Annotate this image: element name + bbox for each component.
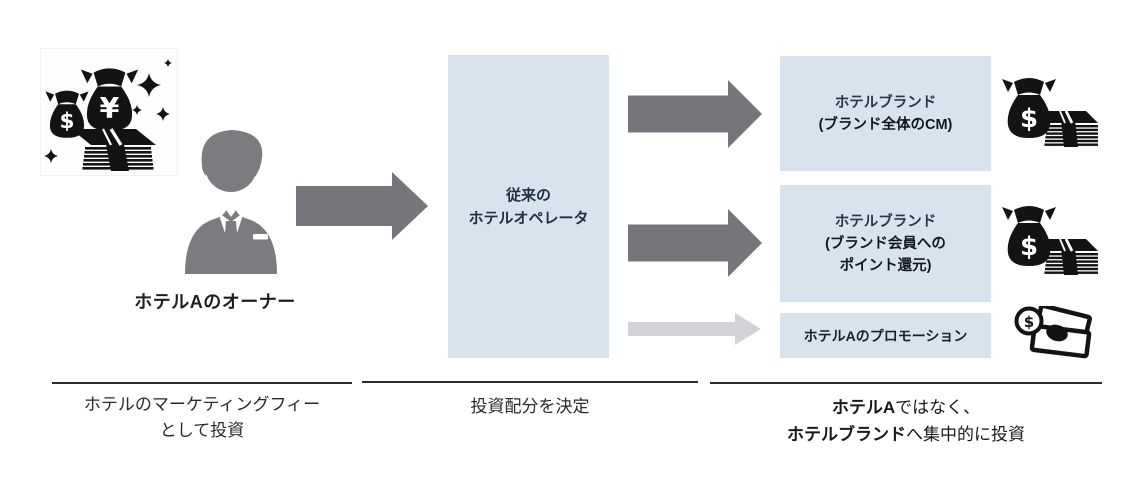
dollar-symbol: $: [1020, 232, 1038, 262]
caption-bold-segment: ホテルA: [831, 398, 896, 417]
operator-box: 従来の ホテルオペレータ: [448, 55, 609, 358]
destination-line: ポイント還元): [839, 257, 932, 274]
caption-bold-segment: ホテルブランド: [787, 425, 906, 444]
arrow-operator-to-brand-cm: [628, 80, 762, 148]
destination-line: ホテルAのプロモーション: [803, 327, 968, 344]
arrow-owner-to-operator: [296, 172, 428, 240]
arrow-operator-to-hotel-a-promo: [628, 313, 761, 345]
section-divider-3: [710, 382, 1102, 384]
section-divider-1: [52, 382, 352, 384]
businessman-icon: [185, 130, 277, 274]
destination-box-brand-cm: ホテルブランド (ブランド全体のCM): [780, 56, 991, 171]
destination-line: (ブランド会員への: [825, 235, 946, 252]
arrow-right-icon: [296, 172, 428, 240]
caption-owner-investment: ホテルのマーケティングフィー として投資: [40, 392, 364, 444]
operator-line-2: ホテルオペレータ: [468, 209, 589, 227]
caption-line: ホテルブランドへ集中的に投資: [700, 421, 1112, 448]
dollar-symbol: $: [1024, 313, 1034, 331]
destination-line: (ブランド全体のCM): [818, 116, 953, 133]
yen-symbol: ¥: [100, 91, 120, 125]
caption-text-segment: へ集中的に投資: [906, 425, 1025, 444]
arrow-right-icon: [628, 209, 762, 277]
caption-allocation: 投資配分を決定: [362, 394, 698, 420]
owner-money-image: ¥ $: [40, 48, 178, 176]
caption-text-segment: ではなく、: [895, 398, 981, 417]
dollar-symbol: $: [59, 109, 74, 134]
caption-line: ホテルのマーケティングフィー: [83, 395, 321, 414]
dollar-symbol: $: [1020, 104, 1038, 134]
destination-box-hotel-a-promo: ホテルAのプロモーション: [780, 313, 991, 358]
destination-box-brand-points: ホテルブランド (ブランド会員への ポイント還元): [780, 185, 991, 302]
money-bags-cash-sparkles-icon: ¥ $: [44, 59, 172, 171]
caption-line: 投資配分を決定: [470, 397, 590, 416]
hotel-owner-person: [172, 124, 290, 274]
arrow-operator-to-brand-points: [628, 209, 762, 277]
owner-label: ホテルAのオーナー: [134, 292, 296, 312]
operator-line-1: 従来の: [505, 186, 551, 204]
money-bag-cash-icon: $: [1002, 70, 1098, 154]
destination-line: ホテルブランド: [834, 213, 937, 230]
destination-line: ホテルブランド: [834, 94, 937, 111]
section-divider-2: [362, 381, 698, 383]
arrow-right-icon: [628, 80, 762, 148]
arrow-right-icon: [628, 313, 761, 345]
caption-brand-investment: ホテルAではなく、 ホテルブランドへ集中的に投資: [700, 394, 1112, 448]
coin-banknotes-icon: $: [1012, 303, 1094, 364]
caption-line: ホテルAではなく、: [700, 394, 1112, 421]
caption-line: として投資: [159, 421, 245, 440]
money-bag-cash-icon: $: [1002, 198, 1098, 282]
